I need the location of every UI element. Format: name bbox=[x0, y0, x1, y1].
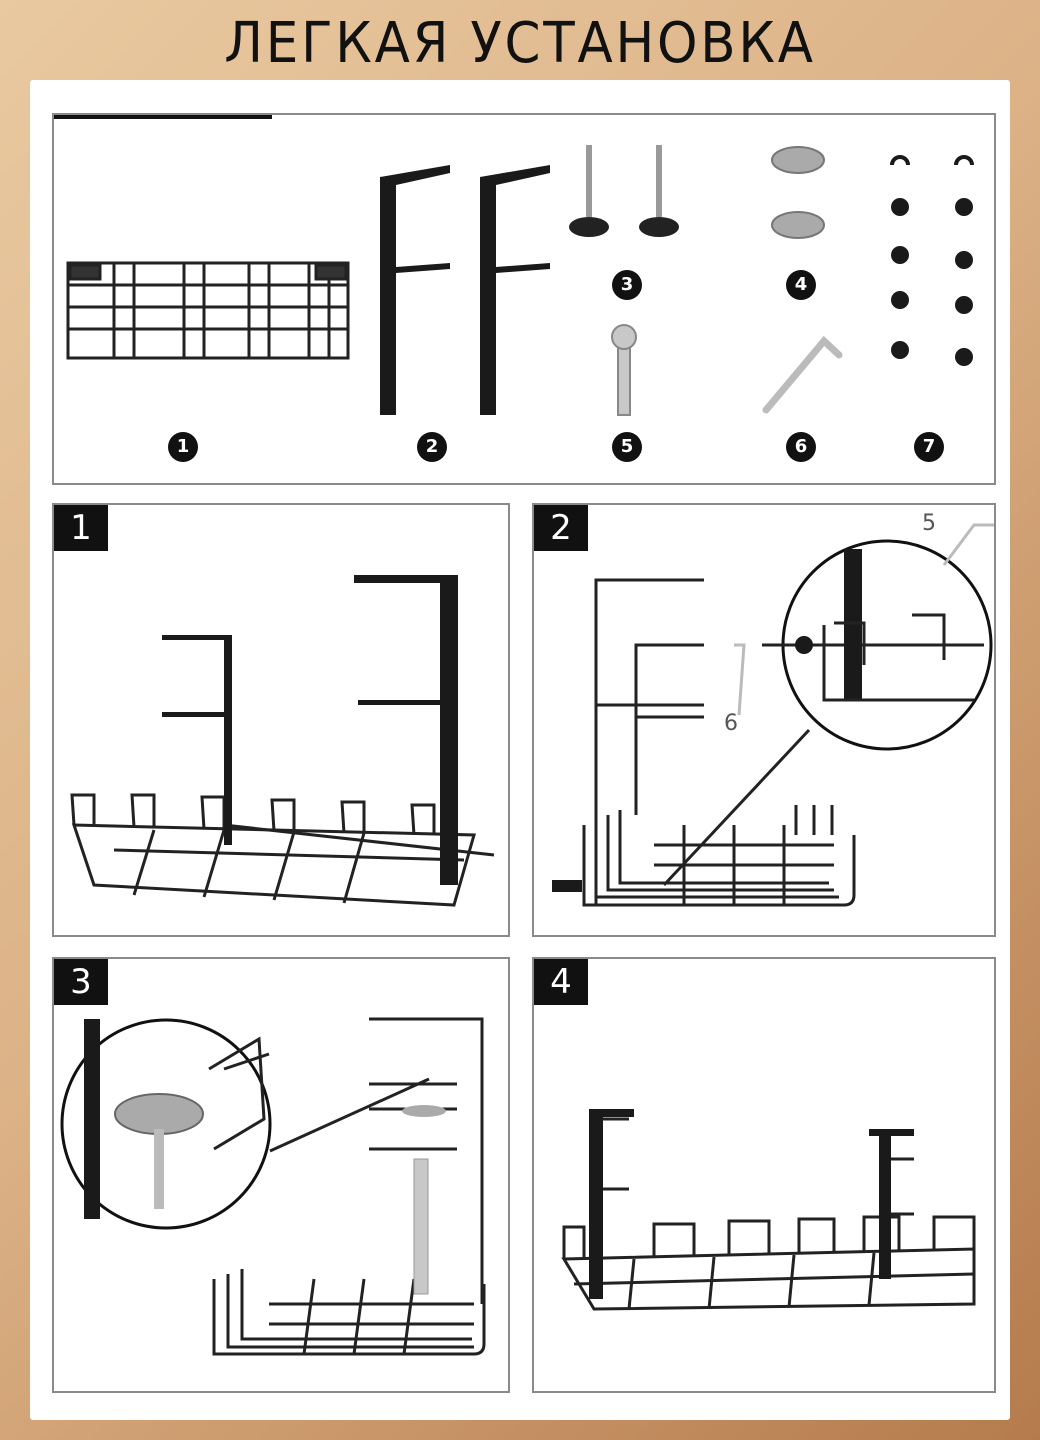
step-4-panel: 4 bbox=[532, 957, 996, 1393]
step-1-badge: 1 bbox=[54, 505, 108, 551]
knob-bolt-part bbox=[569, 145, 679, 237]
step-3-panel: 3 bbox=[52, 957, 510, 1393]
panel-top-mark bbox=[54, 115, 272, 119]
instruction-sheet: 1 2 3 4 5 6 7 1 bbox=[30, 80, 1010, 1420]
parts-panel: 1 2 3 4 5 6 7 bbox=[52, 113, 996, 485]
step-2-badge: 2 bbox=[534, 505, 588, 551]
screws-part bbox=[890, 155, 974, 366]
part-label-1: 1 bbox=[168, 432, 198, 462]
part-label-4: 4 bbox=[786, 270, 816, 300]
washer-part bbox=[771, 146, 825, 239]
page-title: ЛЕГКАЯ УСТАНОВКА bbox=[224, 11, 816, 76]
bracket-part bbox=[380, 165, 550, 415]
step-1-panel: 1 bbox=[52, 503, 510, 937]
part-label-2: 2 bbox=[417, 432, 447, 462]
part-label-3: 3 bbox=[612, 270, 642, 300]
wire-basket-part bbox=[66, 261, 350, 360]
part-label-6: 6 bbox=[786, 432, 816, 462]
wrench-part bbox=[611, 324, 637, 416]
parts-illustration bbox=[66, 145, 974, 416]
hex-key-part bbox=[762, 335, 843, 414]
part-label-7: 7 bbox=[914, 432, 944, 462]
step-2-illustration bbox=[552, 523, 994, 907]
step-3-badge: 3 bbox=[54, 959, 108, 1005]
step-2-panel: 2 bbox=[532, 503, 996, 937]
callout-6: 6 bbox=[724, 711, 738, 736]
part-label-5: 5 bbox=[612, 432, 642, 462]
step-4-badge: 4 bbox=[534, 959, 588, 1005]
step-4-illustration bbox=[561, 1109, 976, 1311]
step-1-illustration bbox=[70, 575, 495, 907]
callout-5: 5 bbox=[922, 511, 936, 536]
step-3-illustration bbox=[60, 1017, 486, 1356]
